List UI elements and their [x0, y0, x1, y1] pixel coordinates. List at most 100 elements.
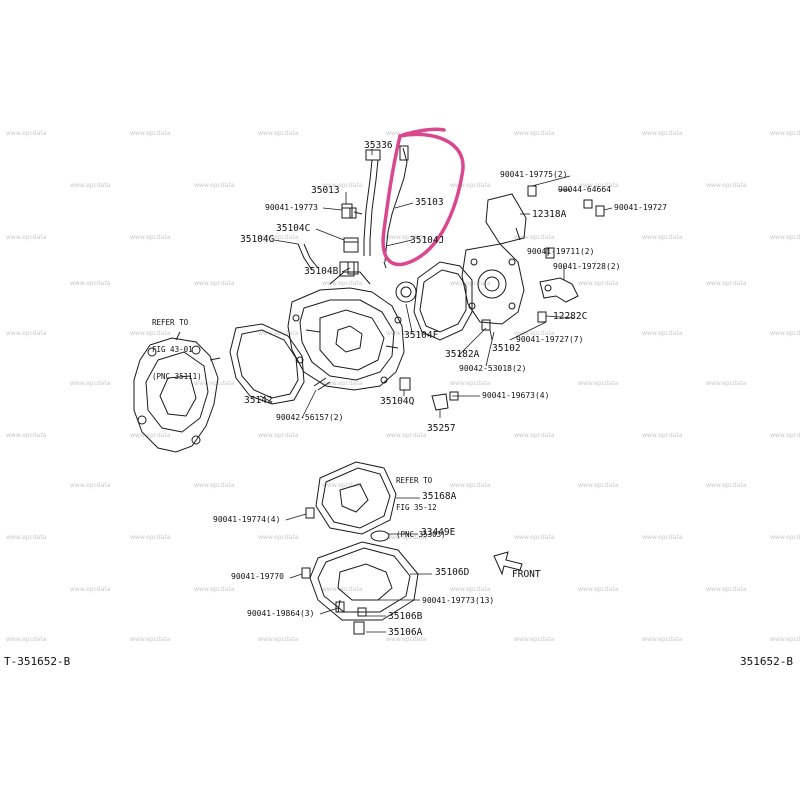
ref-35-line3: (PNC 35303) — [396, 530, 446, 539]
watermark-text: www.epcdata — [258, 432, 299, 439]
label-12282c[interactable]: 12282C — [553, 311, 588, 322]
label-90041-19711[interactable]: 90041-19711(2) — [527, 247, 595, 256]
watermark-text: www.epcdata — [6, 330, 47, 337]
seal-35104c — [343, 237, 359, 253]
watermark-text: www.epcdata — [514, 432, 555, 439]
watermark-text: www.epcdata — [386, 330, 427, 337]
watermark-text: www.epcdata — [706, 280, 747, 287]
watermark-text: www.epcdata — [770, 330, 800, 337]
watermark-text: www.epcdata — [514, 330, 555, 337]
oil-level-tube — [363, 149, 381, 256]
front-label: FRONT — [512, 569, 541, 580]
watermark-text: www.epcdata — [258, 330, 299, 337]
label-90042-53018[interactable]: 90042-53018(2) — [459, 364, 527, 373]
label-35142[interactable]: 35142 — [244, 395, 273, 406]
watermark-text: www.epcdata — [450, 182, 491, 189]
label-35106a[interactable]: 35106A — [388, 627, 423, 638]
label-35013[interactable]: 35013 — [311, 185, 340, 196]
transaxle-case — [287, 261, 405, 391]
watermark-text: www.epcdata — [70, 182, 111, 189]
watermark-text: www.epcdata — [130, 234, 171, 241]
watermark-text: www.epcdata — [70, 380, 111, 387]
bolts-90042-56157 — [313, 377, 331, 391]
label-33449e[interactable]: 33449E — [421, 527, 456, 538]
watermark-text: www.epcdata — [642, 432, 683, 439]
label-35104f[interactable]: 35104F — [404, 330, 439, 341]
watermark-text: www.epcdata — [130, 130, 171, 137]
label-90041-19673[interactable]: 90041-19673(4) — [482, 391, 550, 400]
watermark-text: www.epcdata — [706, 482, 747, 489]
label-35257[interactable]: 35257 — [427, 423, 456, 434]
label-90041-19773-13[interactable]: 90041-19773(13) — [422, 596, 495, 605]
ref-note-35: REFER TO FIG 35-12 (PNC 35303) — [396, 458, 446, 557]
label-90044-64664[interactable]: 90044-64664 — [558, 185, 611, 194]
label-90041-19727[interactable]: 90041-19727 — [614, 203, 667, 212]
label-35168a[interactable]: 35168A — [422, 491, 457, 502]
label-35106b[interactable]: 35106B — [388, 611, 423, 622]
highlight-circle — [381, 127, 465, 267]
ref-35-line1: REFER TO — [396, 476, 433, 485]
watermark-text: www.epcdata — [514, 130, 555, 137]
watermark-text: www.epcdata — [130, 534, 171, 541]
plate-12318a — [485, 193, 527, 245]
label-35106d[interactable]: 35106D — [435, 567, 470, 578]
label-90041-19773[interactable]: 90041-19773 — [265, 203, 318, 212]
watermark-text: www.epcdata — [322, 182, 363, 189]
watermark-text: www.epcdata — [514, 534, 555, 541]
watermark-text: www.epcdata — [450, 586, 491, 593]
watermark-text: www.epcdata — [450, 380, 491, 387]
watermark-text: www.epcdata — [322, 482, 363, 489]
label-90041-19775[interactable]: 90041-19775(2) — [500, 170, 568, 179]
watermark-text: www.epcdata — [706, 380, 747, 387]
watermark-text: www.epcdata — [770, 234, 800, 241]
watermark-text: www.epcdata — [322, 380, 363, 387]
plug-35104b — [347, 261, 359, 275]
watermark-text: www.epcdata — [578, 482, 619, 489]
gasket-35142 — [229, 323, 305, 405]
label-90041-19728[interactable]: 90041-19728(2) — [553, 262, 621, 271]
watermark-text: www.epcdata — [130, 432, 171, 439]
watermark-text: www.epcdata — [706, 182, 747, 189]
label-90041-19774[interactable]: 90041-19774(4) — [213, 515, 281, 524]
plug-35104g — [297, 243, 319, 271]
label-90041-19770[interactable]: 90041-19770 — [231, 572, 284, 581]
label-90041-19727-7[interactable]: 90041-19727(7) — [516, 335, 584, 344]
watermark-text: www.epcdata — [194, 280, 235, 287]
gasket-35104j-area — [395, 261, 473, 341]
label-35102[interactable]: 35102 — [492, 343, 521, 354]
watermark-text: www.epcdata — [194, 380, 235, 387]
label-35104b[interactable]: 35104B — [304, 266, 339, 277]
watermark-text: www.epcdata — [130, 636, 171, 643]
watermark-text: www.epcdata — [258, 234, 299, 241]
label-12318a[interactable]: 12318A — [532, 209, 567, 220]
watermark-text: www.epcdata — [642, 636, 683, 643]
watermark-text: www.epcdata — [642, 234, 683, 241]
label-35336[interactable]: 35336 — [364, 140, 393, 151]
watermark-text: www.epcdata — [386, 234, 427, 241]
pan-bolts — [301, 507, 345, 613]
watermark-text: www.epcdata — [70, 280, 111, 287]
label-35103[interactable]: 35103 — [415, 197, 444, 208]
label-35104q[interactable]: 35104Q — [380, 396, 415, 407]
watermark-text: www.epcdata — [578, 182, 619, 189]
watermark-text: www.epcdata — [258, 636, 299, 643]
bracket-12282c — [537, 277, 579, 323]
watermark-text: www.epcdata — [386, 534, 427, 541]
watermark-text: www.epcdata — [130, 330, 171, 337]
watermark-text: www.epcdata — [386, 432, 427, 439]
drain-plug-35106a — [353, 607, 367, 635]
label-90042-56157[interactable]: 90042-56157(2) — [276, 413, 344, 422]
label-35182a[interactable]: 35182A — [445, 349, 480, 360]
watermark-text: www.epcdata — [450, 482, 491, 489]
label-35104j[interactable]: 35104J — [410, 235, 445, 246]
label-90041-19864[interactable]: 90041-19864(3) — [247, 609, 315, 618]
ref-43-line1: REFER TO — [152, 318, 189, 327]
watermark-text: www.epcdata — [642, 330, 683, 337]
label-35104c[interactable]: 35104C — [276, 223, 311, 234]
ref-43-line2: FIG 43-01 — [152, 345, 193, 354]
watermark-text: www.epcdata — [6, 234, 47, 241]
label-35104g[interactable]: 35104G — [240, 234, 275, 245]
watermark-text: www.epcdata — [194, 182, 235, 189]
watermark-text: www.epcdata — [70, 586, 111, 593]
watermark-text: www.epcdata — [706, 586, 747, 593]
